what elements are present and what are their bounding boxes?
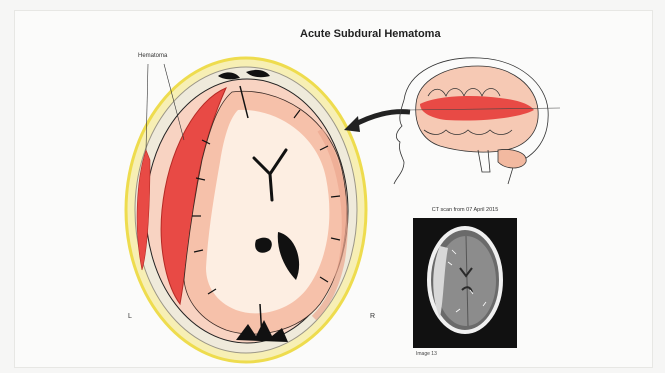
- lateral-ventricle-left: [255, 238, 272, 253]
- brainstem: [478, 150, 490, 172]
- ct-scan-image: [413, 218, 517, 348]
- cerebellum: [498, 150, 526, 169]
- left-side-marker: L: [128, 313, 132, 320]
- right-side-marker: R: [370, 313, 375, 320]
- ct-image-label: Image 13: [416, 351, 437, 357]
- hematoma-label: Hematoma: [138, 53, 167, 59]
- pointer-arrow: [352, 112, 410, 126]
- axial-brain-section: [126, 58, 366, 362]
- lateral-head-sketch: [394, 58, 548, 184]
- ct-scan-caption: CT scan from 07 April 2015: [413, 207, 517, 213]
